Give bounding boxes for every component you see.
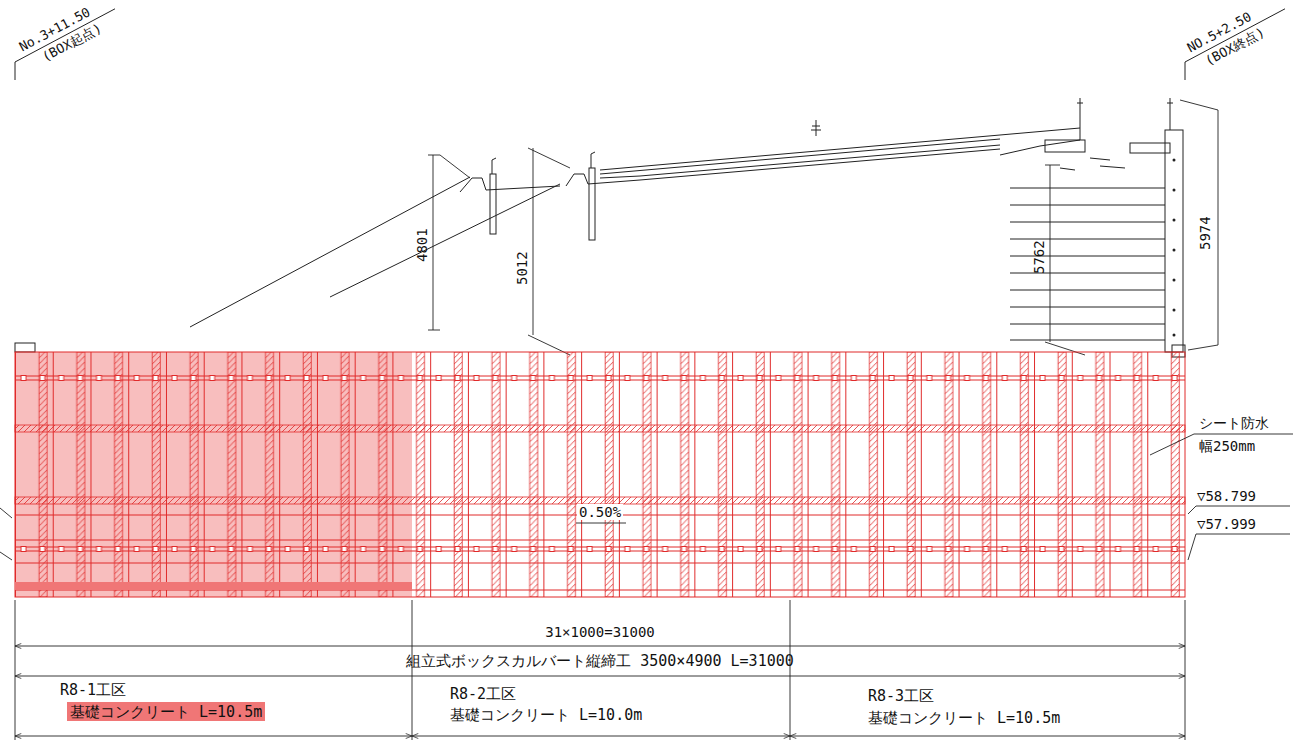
elevation: ▽57.999 (1197, 516, 1256, 532)
highlight-label: 基礎コンクリート L=10.5m (67, 702, 265, 721)
dimension: 5762 (1031, 240, 1047, 274)
dimension: 5012 (514, 251, 530, 285)
note: シート防水 (1199, 415, 1269, 431)
section-name: R8-3工区 (868, 688, 934, 705)
dimension: 4801 (414, 228, 430, 262)
slope: 0.50% (577, 504, 623, 520)
note: 幅250mm (1199, 438, 1255, 454)
section-name: R8-1工区 (60, 682, 126, 699)
elevation: ▽58.799 (1197, 488, 1256, 504)
dimension: 31×1000=31000 (545, 624, 655, 640)
section-name: R8-2工区 (450, 686, 516, 703)
dimension-title: 組立式ボックスカルバート縦締工 3500×4900 L=31000 (406, 653, 794, 670)
node-text: 基礎コンクリート L=10.5m (70, 703, 262, 721)
section-length: 基礎コンクリート L=10.0m (450, 707, 642, 724)
section-length: 基礎コンクリート L=10.5m (868, 710, 1060, 727)
dimension: 5974 (1197, 216, 1213, 250)
